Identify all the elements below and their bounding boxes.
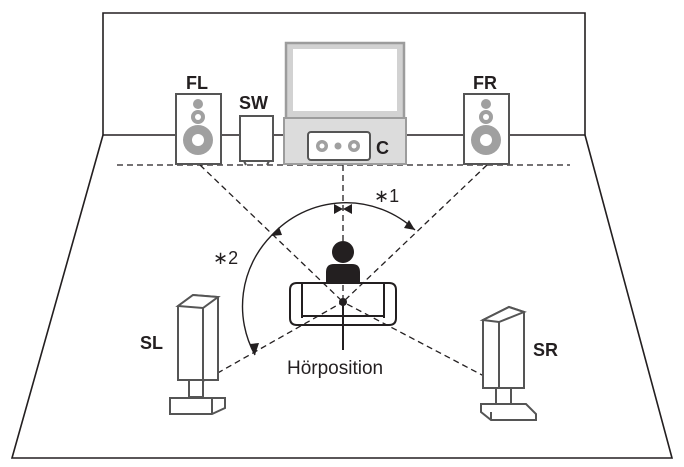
surround-left-speaker-icon: [169, 293, 226, 415]
speaker-label-sr: SR: [533, 340, 558, 360]
speaker-label-fl: FL: [186, 73, 208, 93]
subwoofer-icon: [239, 115, 274, 166]
sofa-icon: [289, 282, 397, 350]
listening-position-label: Hörposition: [287, 358, 383, 379]
front-left-speaker-icon: [175, 93, 222, 165]
speaker-label-c: C: [376, 138, 389, 158]
angle-note-1: ∗1: [374, 186, 399, 206]
angle-note-2: ∗2: [213, 248, 238, 268]
center-speaker-icon: [283, 117, 407, 165]
speaker-label-sl: SL: [140, 333, 163, 353]
front-right-speaker-icon: [463, 93, 510, 165]
surround-right-speaker-icon: [479, 305, 537, 421]
listener-icon: [326, 241, 360, 284]
speaker-label-sw: SW: [239, 93, 268, 113]
tv-icon: [284, 41, 406, 122]
angle-arc-surround: [241, 235, 272, 356]
speaker-label-fr: FR: [473, 73, 497, 93]
angle-arc-front: [270, 202, 416, 237]
